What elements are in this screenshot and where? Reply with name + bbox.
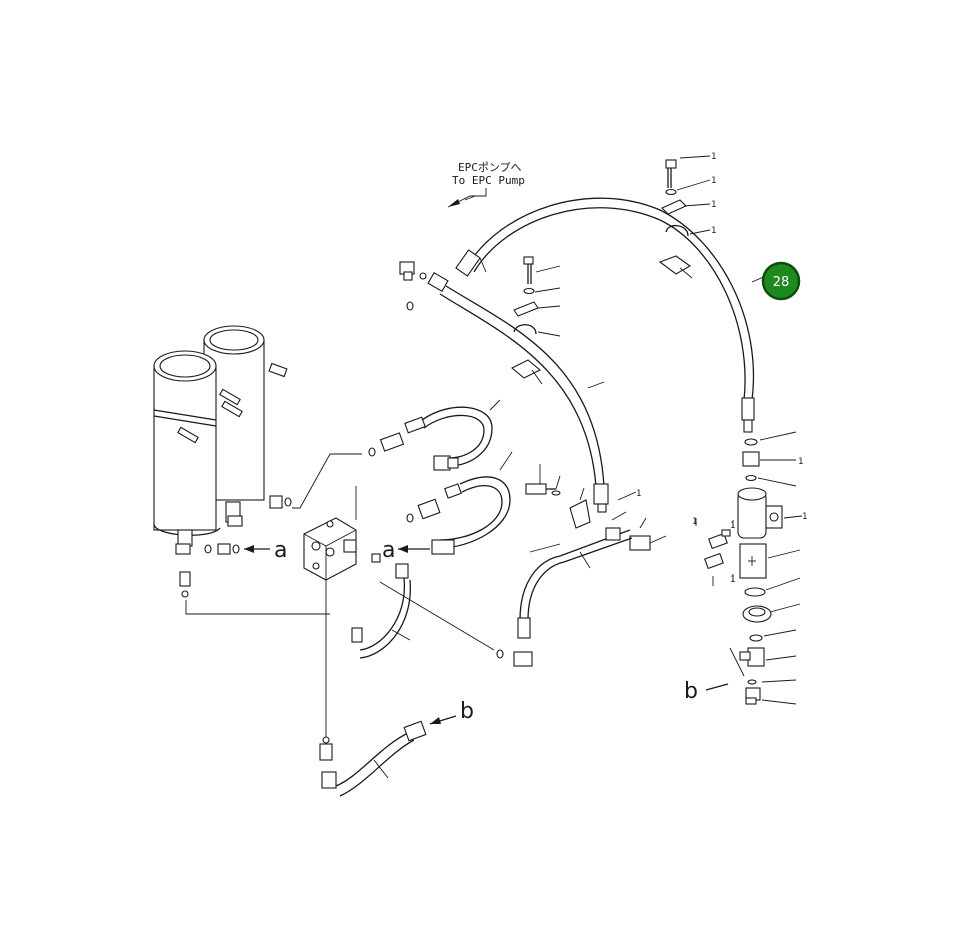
index-mark: 1: [798, 457, 803, 467]
index-mark: 1: [711, 226, 716, 236]
index-mark: 1: [802, 512, 807, 522]
index-mark: 1: [730, 575, 735, 585]
connector-a-center-label: a: [382, 538, 395, 563]
callout-28[interactable]: 28: [751, 261, 801, 301]
twin-filters: [153, 325, 292, 598]
connector-a-left: a: [244, 538, 287, 563]
index-mark: 1: [730, 521, 735, 531]
connector-b-right-label: b: [684, 679, 698, 704]
note-line-en: To EPC Pump: [452, 174, 525, 187]
index-mark: 1: [711, 200, 716, 210]
top-clamp-group: [658, 155, 711, 279]
callout-label[interactable]: 28: [773, 275, 790, 290]
valve-block: [292, 453, 533, 738]
lower-hose: [185, 563, 411, 659]
connector-a-left-label: a: [274, 538, 287, 563]
connector-a-center: a: [382, 538, 430, 563]
middle-clamp-group: [511, 256, 561, 385]
epc-hose-arc: [455, 197, 755, 433]
index-mark: 1: [711, 152, 716, 162]
middle-hose: [399, 261, 637, 513]
epc-pump-note: EPCポンプへ To EPC Pump: [447, 161, 525, 208]
index-mark: 1: [692, 517, 697, 527]
callout-circle[interactable]: [761, 261, 801, 301]
upper-hose-loops: [368, 399, 513, 555]
connector-b-bottom: b: [429, 699, 474, 725]
note-arrowhead: [448, 199, 460, 207]
connector-b-right: b: [684, 679, 698, 704]
index-mark: 1: [711, 176, 716, 186]
index-marks: 1 1 1 1 1 1 1 1 1 1: [636, 152, 807, 585]
right-valve-stack: [695, 431, 803, 705]
index-mark: 1: [636, 489, 641, 499]
bottom-hose: [319, 720, 427, 797]
connector-b-bottom-label: b: [460, 699, 474, 724]
note-line-jp: EPCポンプへ: [458, 161, 522, 174]
center-bracket-group: [525, 464, 667, 551]
bent-tube: [517, 527, 633, 639]
